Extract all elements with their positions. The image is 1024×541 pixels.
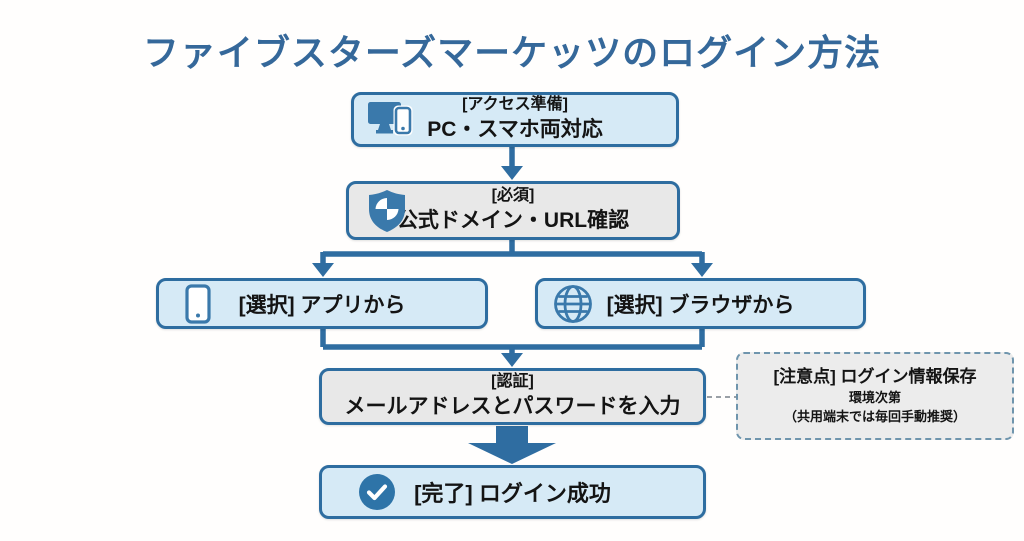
devices-icon <box>367 101 415 139</box>
note-box: [注意点] ログイン情報保存 環境次第 （共用端末では毎回手動推奨） <box>736 352 1014 440</box>
branch-browser-box: [選択] ブラウザから <box>535 278 866 329</box>
big-down-arrow <box>468 426 556 464</box>
note-line1: 環境次第 <box>848 389 901 405</box>
shield-icon <box>367 189 407 233</box>
step-done-label: [完了] ログイン成功 <box>414 481 611 506</box>
step-required-tag: [必須] <box>491 187 535 205</box>
step-required-box: [必須] 公式ドメイン・URL確認 <box>346 181 680 240</box>
step-done-box: [完了] ログイン成功 <box>319 465 706 519</box>
step-access-label: PC・スマホ両対応 <box>427 118 603 142</box>
globe-icon <box>552 283 594 325</box>
smartphone-icon <box>185 283 211 324</box>
step-access-box: [アクセス準備] PC・スマホ両対応 <box>351 92 679 147</box>
note-line2: （共用端末では毎回手動推奨） <box>783 408 966 424</box>
branch-browser-label: [選択] ブラウザから <box>606 293 795 317</box>
note-title: [注意点] ログイン情報保存 <box>773 367 977 386</box>
step-access-tag: [アクセス準備] <box>462 96 568 114</box>
step-auth-label: メールアドレスとパスワードを入力 <box>344 395 681 419</box>
check-circle-icon <box>358 473 396 511</box>
step-required-label: 公式ドメイン・URL確認 <box>396 209 630 233</box>
page-title: ファイブスターズマーケッツのログイン方法 <box>142 32 882 73</box>
branch-app-box: [選択] アプリから <box>156 278 488 329</box>
step-auth-box: [認証] メールアドレスとパスワードを入力 <box>319 368 706 425</box>
step-auth-tag: [認証] <box>491 373 534 391</box>
branch-app-label: [選択] アプリから <box>238 293 406 317</box>
